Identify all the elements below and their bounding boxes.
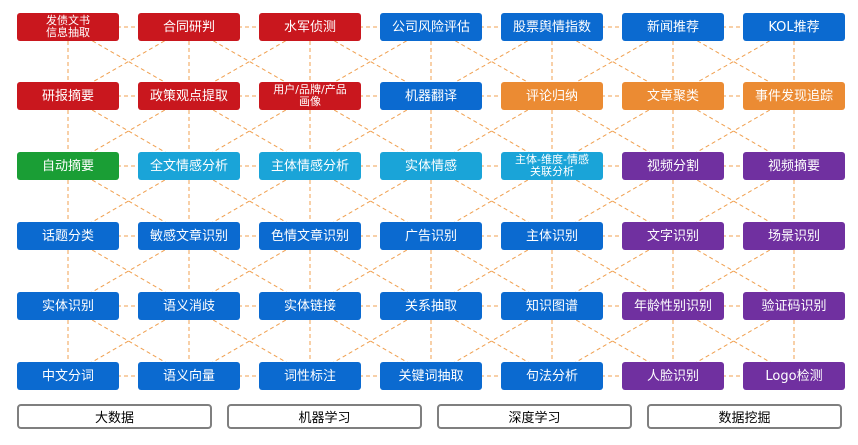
foundation-box: 数据挖掘: [647, 404, 842, 429]
capability-node[interactable]: 实体情感: [380, 152, 482, 180]
capability-node[interactable]: 广告识别: [380, 222, 482, 250]
capability-node[interactable]: 公司风险评估: [380, 13, 482, 41]
capability-node[interactable]: 合同研判: [138, 13, 240, 41]
capability-node[interactable]: KOL推荐: [743, 13, 845, 41]
foundation-box: 机器学习: [227, 404, 422, 429]
capability-node[interactable]: 文字识别: [622, 222, 724, 250]
capability-node[interactable]: 人脸识别: [622, 362, 724, 390]
capability-node[interactable]: 敏感文章识别: [138, 222, 240, 250]
capability-node[interactable]: 关系抽取: [380, 292, 482, 320]
capability-node[interactable]: 年龄性别识别: [622, 292, 724, 320]
capability-node[interactable]: 语义消歧: [138, 292, 240, 320]
capability-node[interactable]: 政策观点提取: [138, 82, 240, 110]
capability-node[interactable]: 机器翻译: [380, 82, 482, 110]
capability-node[interactable]: 新闻推荐: [622, 13, 724, 41]
foundation-box: 大数据: [17, 404, 212, 429]
capability-node[interactable]: 主体-维度-情感 关联分析: [501, 152, 603, 180]
capability-node[interactable]: 视频分割: [622, 152, 724, 180]
capability-node[interactable]: 色情文章识别: [259, 222, 361, 250]
capability-node[interactable]: Logo检测: [743, 362, 845, 390]
capability-node[interactable]: 股票舆情指数: [501, 13, 603, 41]
capability-node[interactable]: 事件发现追踪: [743, 82, 845, 110]
capability-node[interactable]: 主体识别: [501, 222, 603, 250]
capability-node[interactable]: 主体情感分析: [259, 152, 361, 180]
capability-node[interactable]: 自动摘要: [17, 152, 119, 180]
capability-node[interactable]: 研报摘要: [17, 82, 119, 110]
capability-node[interactable]: 用户/品牌/产品 画像: [259, 82, 361, 110]
capability-node[interactable]: 关键词抽取: [380, 362, 482, 390]
capability-node[interactable]: 评论归纳: [501, 82, 603, 110]
capability-node[interactable]: 话题分类: [17, 222, 119, 250]
capability-node[interactable]: 中文分词: [17, 362, 119, 390]
capability-node[interactable]: 实体识别: [17, 292, 119, 320]
capability-node[interactable]: 语义向量: [138, 362, 240, 390]
capability-node[interactable]: 水军侦测: [259, 13, 361, 41]
capability-node[interactable]: 实体链接: [259, 292, 361, 320]
capability-node[interactable]: 文章聚类: [622, 82, 724, 110]
capability-node[interactable]: 句法分析: [501, 362, 603, 390]
capability-node[interactable]: 词性标注: [259, 362, 361, 390]
foundation-box: 深度学习: [437, 404, 632, 429]
capability-node[interactable]: 视频摘要: [743, 152, 845, 180]
capability-node[interactable]: 发债文书 信息抽取: [17, 13, 119, 41]
capability-node[interactable]: 场景识别: [743, 222, 845, 250]
capability-node[interactable]: 知识图谱: [501, 292, 603, 320]
capability-node[interactable]: 验证码识别: [743, 292, 845, 320]
capability-node[interactable]: 全文情感分析: [138, 152, 240, 180]
